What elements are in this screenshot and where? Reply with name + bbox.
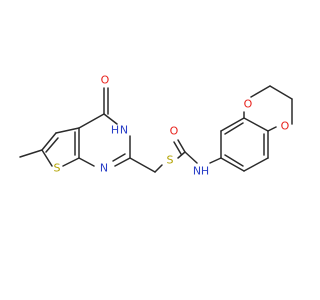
molecule-diagram: O N H S N S O N H O O	[19, 74, 293, 178]
bonds	[19, 85, 293, 173]
bond-benz-2	[220, 117, 245, 132]
atom-n-ring: N	[120, 124, 128, 137]
atom-o-amide: O	[170, 125, 179, 138]
bond-benz-5	[243, 157, 269, 172]
bond-diox-2	[250, 85, 271, 98]
bond-thio-2	[55, 127, 80, 134]
bond-benz-3	[243, 117, 269, 132]
bond-thio-4	[62, 157, 80, 167]
atom-s-thioether: S	[167, 154, 174, 167]
bond-pyr-4b	[112, 153, 126, 162]
atom-n-amide: N	[193, 165, 201, 178]
atom-o-carbonyl: O	[101, 74, 110, 87]
atom-o-dioxane-bottom: O	[281, 120, 290, 133]
atom-s-thiophene: S	[54, 162, 61, 175]
bond-thio-1	[41, 132, 57, 151]
bond-pyr-4	[114, 157, 131, 167]
bond-n-aryl	[209, 157, 222, 164]
bond-amide-co	[177, 139, 186, 153]
bond-benz-6b	[224, 154, 244, 167]
bond-pyr-1	[78, 113, 105, 129]
atom-h-amide: H	[201, 165, 209, 178]
bond-benz-2b	[224, 122, 244, 135]
bond-chain-1	[129, 157, 156, 173]
bond-pyr-5	[78, 157, 95, 167]
bond-thio-5	[41, 149, 53, 167]
atom-o-dioxane-top: O	[244, 98, 253, 111]
bond-thio-1b	[45, 137, 59, 153]
bond-chain-2	[154, 164, 163, 173]
atom-labels: O N H S N S O N H O O	[54, 74, 290, 178]
bond-amide-co-b	[173, 141, 182, 155]
bond-diox-5	[267, 126, 277, 132]
bond-benz-6	[220, 157, 245, 172]
bond-pyr-2	[103, 113, 118, 125]
bond-amide-n	[184, 151, 198, 164]
atom-n-pyrimidine: N	[100, 162, 108, 175]
atom-h-ring: H	[111, 124, 119, 137]
bond-chain-3	[177, 151, 186, 159]
bond-diox-3	[269, 85, 293, 100]
structure-svg: O N H S N S O N H O O	[19, 74, 293, 178]
bond-methyl	[19, 149, 43, 158]
